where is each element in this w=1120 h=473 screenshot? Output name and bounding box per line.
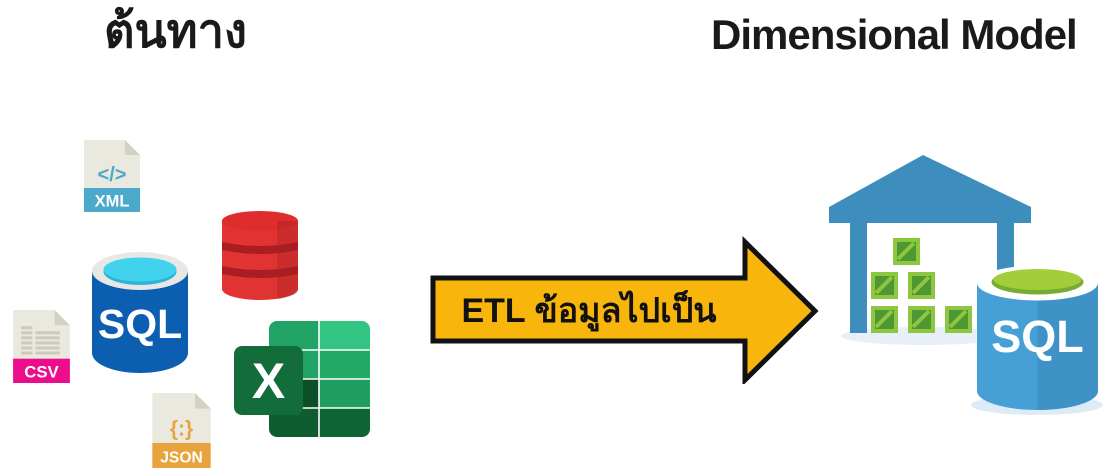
sql-database-icon: SQL <box>92 252 188 373</box>
dw-sql-label: SQL <box>991 311 1084 362</box>
crate <box>871 306 898 333</box>
xml-paper-fold <box>125 140 140 155</box>
json-braces-symbol: {:} <box>170 418 193 441</box>
red-database-icon <box>222 211 298 300</box>
warehouse-left-pillar <box>850 223 867 333</box>
dw-cylinder-shade <box>1037 283 1098 410</box>
warehouse-roof <box>829 155 1031 223</box>
json-band <box>152 443 211 468</box>
dw-cylinder-top-light <box>993 269 1082 290</box>
etl-arrow: ETL ข้อมูลไปเป็น <box>430 236 819 384</box>
xml-code-symbol: </> <box>98 164 127 186</box>
red-db-band-2 <box>222 266 298 278</box>
data-warehouse-icon: SQL <box>829 155 1103 415</box>
excel-x-square <box>234 346 303 415</box>
source-heading: ต้นทาง <box>104 4 247 57</box>
crate <box>945 306 972 333</box>
red-db-body <box>222 221 298 300</box>
csv-file-icon: CSV <box>13 310 70 383</box>
sql-warehouse-cylinder: SQL <box>977 265 1098 410</box>
csv-table-graphic <box>21 326 60 355</box>
red-db-top <box>222 211 298 231</box>
json-file-icon: {:} JSON <box>152 393 211 468</box>
crate <box>908 272 935 299</box>
csv-paper-fold <box>54 310 70 326</box>
csv-band <box>13 358 70 383</box>
xml-band <box>84 188 140 212</box>
dimensional-model-heading: Dimensional Model <box>711 11 1078 58</box>
xml-label: XML <box>95 193 130 211</box>
etl-arrow-label: ETL ข้อมูลไปเป็น <box>461 289 716 332</box>
excel-icon: X <box>234 321 370 437</box>
red-db-shade <box>277 221 298 300</box>
sql-db-body <box>92 271 188 373</box>
crate <box>893 238 920 265</box>
csv-label: CSV <box>24 362 59 381</box>
crate <box>908 306 935 333</box>
xml-file-icon: </> XML <box>84 140 140 212</box>
red-db-band-1 <box>222 242 298 254</box>
json-paper-fold <box>195 393 211 409</box>
etl-arrow-shape <box>430 236 819 384</box>
crate <box>871 272 898 299</box>
excel-x-letter: X <box>252 353 285 409</box>
sql-db-top <box>103 257 177 282</box>
crates <box>871 238 972 333</box>
sql-db-label: SQL <box>98 301 182 347</box>
json-label: JSON <box>160 449 203 466</box>
